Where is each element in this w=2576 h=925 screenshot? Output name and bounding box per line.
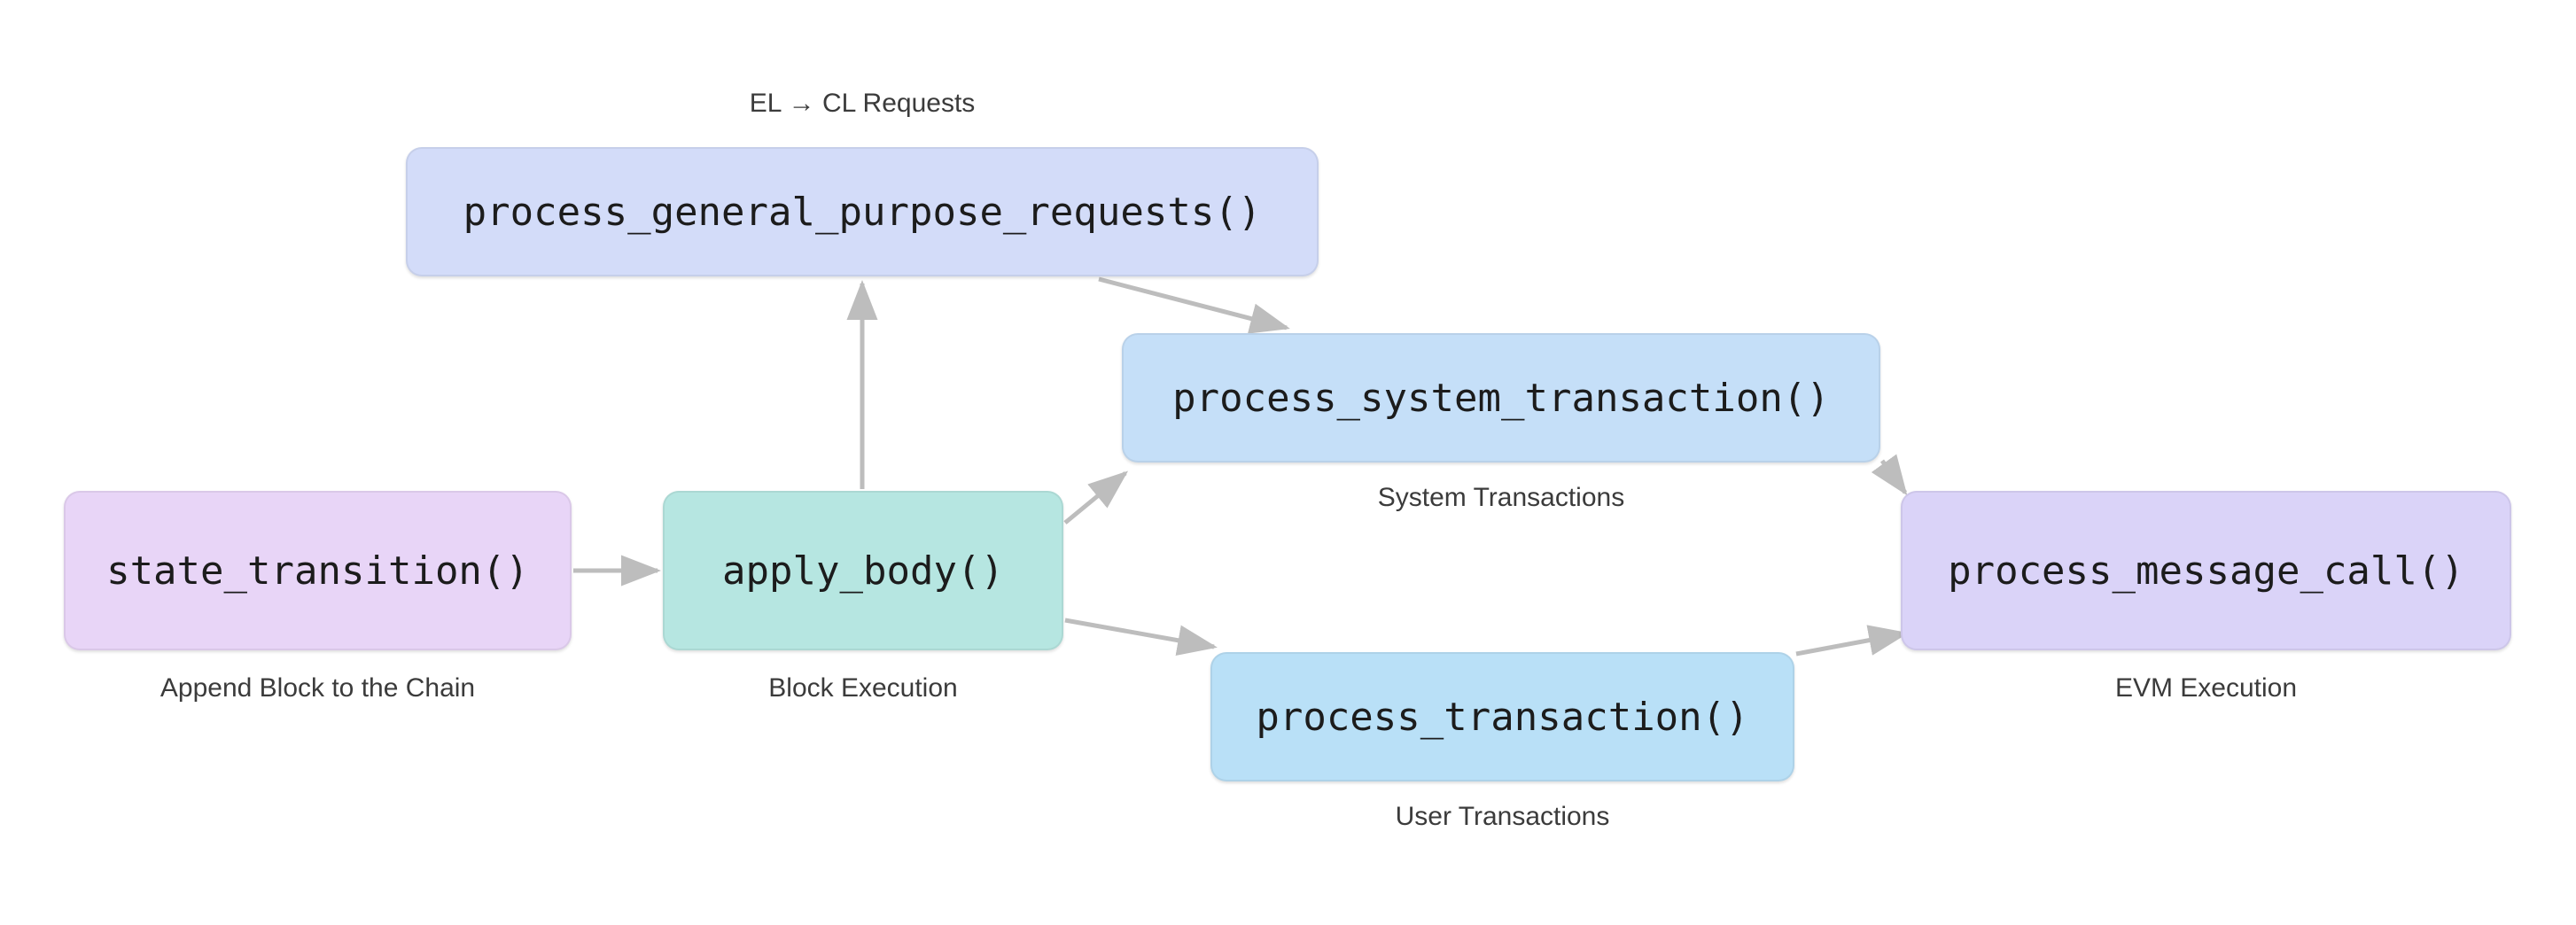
node-process-general-purpose-requests[interactable]: process_general_purpose_requests() [406, 147, 1319, 276]
edge-apply-body-to-process-transaction [1064, 618, 1218, 657]
node-caption-process-transaction: User Transactions [1395, 802, 1610, 831]
edge-process-general-purpose-requests-to-process-system-transaction [1098, 276, 1290, 334]
node-state-transition[interactable]: state_transition() [64, 491, 572, 650]
edge-process-transaction-to-process-message-call [1795, 625, 1909, 657]
node-caption-state-transition: Append Block to the Chain [160, 673, 476, 703]
edge-process-system-transaction-to-process-message-call [1871, 454, 1908, 496]
node-caption-apply-body: Block Execution [768, 673, 958, 703]
node-caption-process-general-purpose-requests: EL → CL Requests [749, 89, 976, 118]
edge-apply-body-to-process-system-transaction [1063, 470, 1129, 525]
node-process-transaction[interactable]: process_transaction() [1210, 652, 1794, 781]
node-process-message-call[interactable]: process_message_call() [1901, 491, 2511, 650]
node-process-system-transaction[interactable]: process_system_transaction() [1122, 333, 1880, 462]
node-apply-body[interactable]: apply_body() [663, 491, 1063, 650]
node-caption-process-message-call: EVM Execution [2114, 673, 2298, 703]
node-caption-process-system-transaction: System Transactions [1377, 483, 1625, 512]
